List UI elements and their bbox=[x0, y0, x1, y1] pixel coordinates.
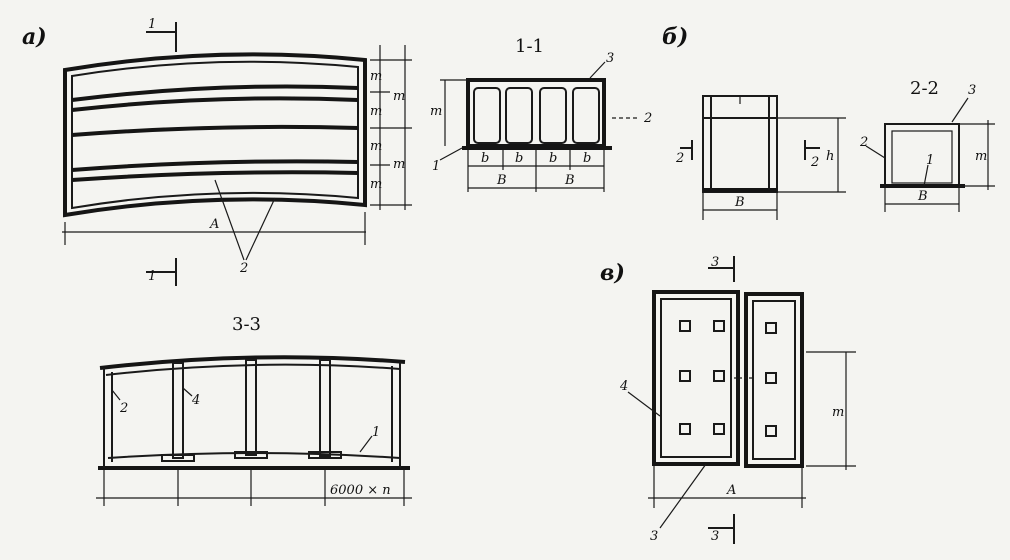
plan-outer-wall bbox=[63, 52, 367, 218]
cell-2 bbox=[505, 87, 533, 144]
panel-label-b: б) bbox=[662, 24, 688, 50]
leader-3-v bbox=[659, 463, 707, 529]
footing-3 bbox=[308, 451, 342, 459]
column-v-7 bbox=[679, 423, 691, 435]
frame-b bbox=[702, 95, 778, 193]
marker-3-s11: 3 bbox=[606, 51, 614, 66]
footing-1 bbox=[161, 454, 195, 462]
cell-4 bbox=[572, 87, 600, 144]
leader-1-s22 bbox=[923, 164, 929, 187]
marker-1-s11: 1 bbox=[432, 159, 440, 174]
dim-A-v: A bbox=[726, 483, 736, 498]
cut-3-bottom-v-label: 3 bbox=[711, 529, 719, 544]
marker-3-s22: 3 bbox=[968, 83, 976, 98]
leader-1-s33 bbox=[359, 435, 373, 453]
leader-2-s33 bbox=[111, 389, 121, 401]
roof-bottom bbox=[105, 363, 401, 376]
column-v-5 bbox=[713, 370, 725, 382]
column-v-1 bbox=[679, 320, 691, 332]
column-v-2 bbox=[713, 320, 725, 332]
dim-A-plan: A bbox=[209, 217, 219, 232]
section-mark-bottom: 1 bbox=[148, 269, 156, 284]
plan-v-left-inner bbox=[660, 298, 732, 458]
cut-1-top-v-label: 3 bbox=[711, 255, 719, 270]
dim-B-b: B bbox=[734, 195, 745, 210]
marker-3-v: 3 bbox=[650, 529, 658, 544]
dim-m-s22: m bbox=[975, 149, 987, 164]
bay-separator-1 bbox=[71, 84, 359, 102]
dim-h-b: h bbox=[826, 149, 834, 164]
section-1-1-frame bbox=[466, 78, 606, 148]
dim-b-2: b bbox=[515, 151, 523, 166]
leader-3-s11 bbox=[589, 61, 606, 79]
column-v-8 bbox=[713, 423, 725, 435]
marker-1-s22: 1 bbox=[926, 153, 934, 168]
section-mark-top: 1 bbox=[148, 17, 156, 32]
dim-b-4: b bbox=[583, 151, 591, 166]
marker-2-plan: 2 bbox=[239, 261, 248, 276]
plan-inner-wall bbox=[71, 60, 359, 210]
marker-1-s33: 1 bbox=[372, 425, 380, 440]
plan-v-right-inner bbox=[752, 300, 796, 460]
section-title-3-3: 3-3 bbox=[232, 314, 261, 335]
marker-2-s11: 2 bbox=[643, 111, 652, 126]
cut-2-right-label: 2 bbox=[810, 155, 819, 170]
dim-m-4: m bbox=[370, 177, 382, 192]
cell-3 bbox=[539, 87, 567, 144]
bay-separator-3 bbox=[71, 124, 359, 137]
dim-m-outer-2: m bbox=[393, 157, 405, 172]
section-title-2-2: 2-2 bbox=[910, 78, 939, 99]
plan-v-right-outer bbox=[744, 292, 804, 468]
leader-4-s33 bbox=[182, 387, 193, 397]
leader-2b bbox=[245, 197, 276, 261]
dim-m-s11: m bbox=[430, 104, 442, 119]
section-title-1-1: 1-1 bbox=[515, 36, 544, 57]
footing-2 bbox=[234, 451, 268, 459]
dim-m-outer-1: m bbox=[393, 89, 405, 104]
bay-separator-2 bbox=[71, 96, 359, 112]
frame-2-2-inner bbox=[891, 130, 953, 184]
cut-2-left-label: 2 bbox=[675, 151, 684, 166]
dim-span-label: 6000 × n bbox=[330, 483, 391, 498]
column-1 bbox=[172, 362, 184, 459]
leader-1-s11 bbox=[439, 147, 463, 161]
leader-2-s22 bbox=[865, 145, 886, 159]
leader-2a bbox=[214, 179, 245, 261]
dim-m-2: m bbox=[370, 104, 382, 119]
column-v-3 bbox=[765, 322, 777, 334]
cell-1 bbox=[473, 87, 501, 144]
dim-m-1: m bbox=[370, 69, 382, 84]
dim-B-2: B bbox=[564, 173, 575, 188]
dim-B-s22: B bbox=[917, 189, 928, 204]
bay-separator-4 bbox=[71, 159, 359, 172]
marker-4-s33: 4 bbox=[191, 393, 200, 408]
dim-b-1: b bbox=[481, 151, 489, 166]
marker-4-v: 4 bbox=[619, 379, 628, 394]
plan-v-left-outer bbox=[652, 290, 740, 466]
dim-m-3: m bbox=[370, 139, 382, 154]
leader-4-v bbox=[627, 391, 661, 417]
column-v-6 bbox=[765, 372, 777, 384]
frame-2-2 bbox=[884, 123, 960, 187]
column-v-9 bbox=[765, 425, 777, 437]
roof-top bbox=[99, 355, 406, 370]
column-v-4 bbox=[679, 370, 691, 382]
dim-B-1: B bbox=[496, 173, 507, 188]
marker-2-s33: 2 bbox=[119, 401, 128, 416]
panel-label-a: а) bbox=[22, 24, 47, 50]
dim-m-v: m bbox=[832, 405, 844, 420]
bay-separator-5 bbox=[71, 170, 359, 182]
panel-label-v: в) bbox=[600, 260, 625, 286]
column-3 bbox=[319, 359, 331, 457]
column-2 bbox=[245, 359, 257, 456]
marker-2-s22: 2 bbox=[859, 135, 868, 150]
dim-b-3: b bbox=[549, 151, 557, 166]
leader-3-s22 bbox=[951, 97, 969, 123]
